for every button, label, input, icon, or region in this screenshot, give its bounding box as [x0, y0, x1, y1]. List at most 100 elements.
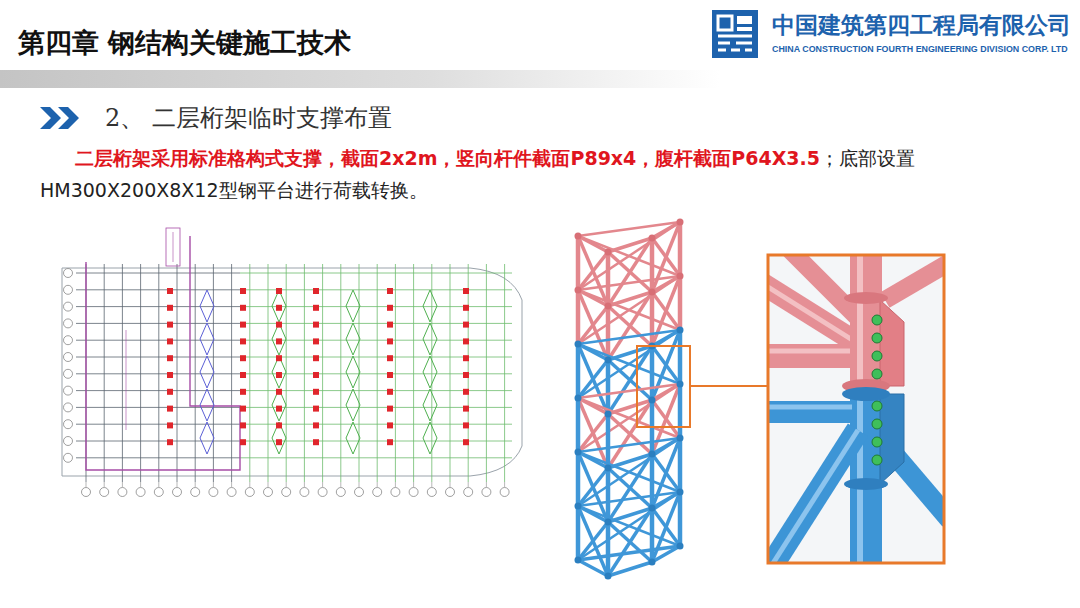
tower-joint — [575, 233, 582, 240]
body-paragraph: 二层桁架采用标准格构式支撑，截面2x2m，竖向杆件截面P89x4，腹杆截面P64… — [40, 142, 988, 206]
tower-brace — [578, 344, 680, 384]
tower-brace — [578, 452, 680, 492]
support-point — [463, 439, 469, 445]
support-point — [167, 338, 173, 344]
axis-tick — [140, 482, 141, 487]
grid-line — [304, 264, 305, 482]
bracing-diamond — [200, 389, 214, 421]
tower-brace — [578, 492, 680, 560]
tower-joint — [575, 341, 582, 348]
tower-chord — [650, 292, 655, 346]
axis-tick — [104, 482, 105, 487]
bracing-diamond — [423, 389, 437, 421]
support-point — [387, 389, 393, 395]
bracing-diamond — [346, 356, 360, 388]
tower-joint — [649, 559, 656, 566]
axis-tick — [359, 482, 360, 487]
axis-tick — [86, 482, 87, 487]
support-point — [167, 389, 173, 395]
bracing-diamond — [272, 290, 286, 322]
support-point — [387, 305, 393, 311]
grid-line — [76, 407, 240, 408]
boundary-tag — [166, 228, 180, 266]
tower-joint — [575, 287, 582, 294]
axis-bubble — [191, 488, 200, 497]
tower-joint — [605, 519, 612, 526]
bracing-diamond — [346, 290, 360, 322]
support-point — [240, 338, 246, 344]
tower-chord — [576, 344, 581, 398]
axis-bubble — [64, 369, 73, 378]
grid-line — [140, 264, 141, 482]
grid-line — [413, 264, 414, 482]
lattice-tower — [575, 219, 684, 580]
support-point — [313, 288, 319, 294]
tower-joint — [605, 357, 612, 364]
axis-tick — [340, 482, 341, 487]
tower-chord — [576, 506, 581, 560]
tower-chord — [678, 330, 683, 384]
support-point — [313, 322, 319, 328]
support-point — [167, 355, 173, 361]
tower-chord — [576, 236, 581, 290]
axis-bubble — [209, 488, 218, 497]
axis-bubble — [64, 336, 73, 345]
tower-joint — [677, 489, 684, 496]
tower-brace — [608, 400, 652, 468]
bracing-diamond — [423, 356, 437, 388]
support-point — [240, 322, 246, 328]
bracing-diamond — [272, 422, 286, 454]
support-point — [276, 406, 282, 412]
axis-tick — [450, 482, 451, 487]
axis-bubble — [136, 488, 145, 497]
axis-tick — [504, 482, 505, 487]
axis-bubble — [446, 488, 455, 497]
tower-joint — [649, 397, 656, 404]
support-point — [387, 406, 393, 412]
tower-brace — [578, 306, 608, 344]
tower-chord — [576, 452, 581, 506]
company-name: 中国建筑第四工程局有限公司 — [772, 10, 1071, 41]
support-point — [313, 422, 319, 428]
tower-joint — [677, 381, 684, 388]
axis-tick — [195, 482, 196, 487]
tower-joint — [677, 273, 684, 280]
tower-joint — [677, 219, 684, 226]
support-point — [240, 355, 246, 361]
tower-brace — [578, 468, 608, 506]
tower-brace — [578, 414, 608, 452]
axis-bubble — [318, 488, 327, 497]
tower-chord — [606, 252, 611, 306]
plan-outline — [62, 268, 522, 476]
slide-title: 第四章 钢结构关键施工技术 — [18, 25, 351, 61]
axis-tick — [249, 482, 250, 487]
axis-bubble — [464, 488, 473, 497]
axis-bubble — [64, 420, 73, 429]
tower-brace — [578, 384, 680, 452]
tower-joint — [677, 327, 684, 334]
support-point — [313, 389, 319, 395]
grid-line — [76, 306, 240, 307]
axis-bubble — [355, 488, 364, 497]
axis-bubble — [64, 437, 73, 446]
tower-brace — [608, 292, 652, 360]
tower-strut — [578, 276, 680, 290]
callout-leader — [690, 385, 768, 387]
axis-bubble — [300, 488, 309, 497]
support-point — [167, 288, 173, 294]
tower-joint — [575, 395, 582, 402]
tower-chord — [606, 360, 611, 414]
axis-bubble — [64, 403, 73, 412]
grid-line — [177, 264, 178, 482]
support-point — [463, 372, 469, 378]
tower-joint — [605, 573, 612, 580]
support-point — [463, 355, 469, 361]
tower-brace — [578, 360, 608, 398]
tower-brace — [578, 252, 608, 290]
axis-tick — [158, 482, 159, 487]
grid-line — [450, 264, 451, 482]
axis-bubble — [64, 319, 73, 328]
tower-chord — [576, 290, 581, 344]
axis-tick — [231, 482, 232, 487]
axis-bubble — [82, 488, 91, 497]
